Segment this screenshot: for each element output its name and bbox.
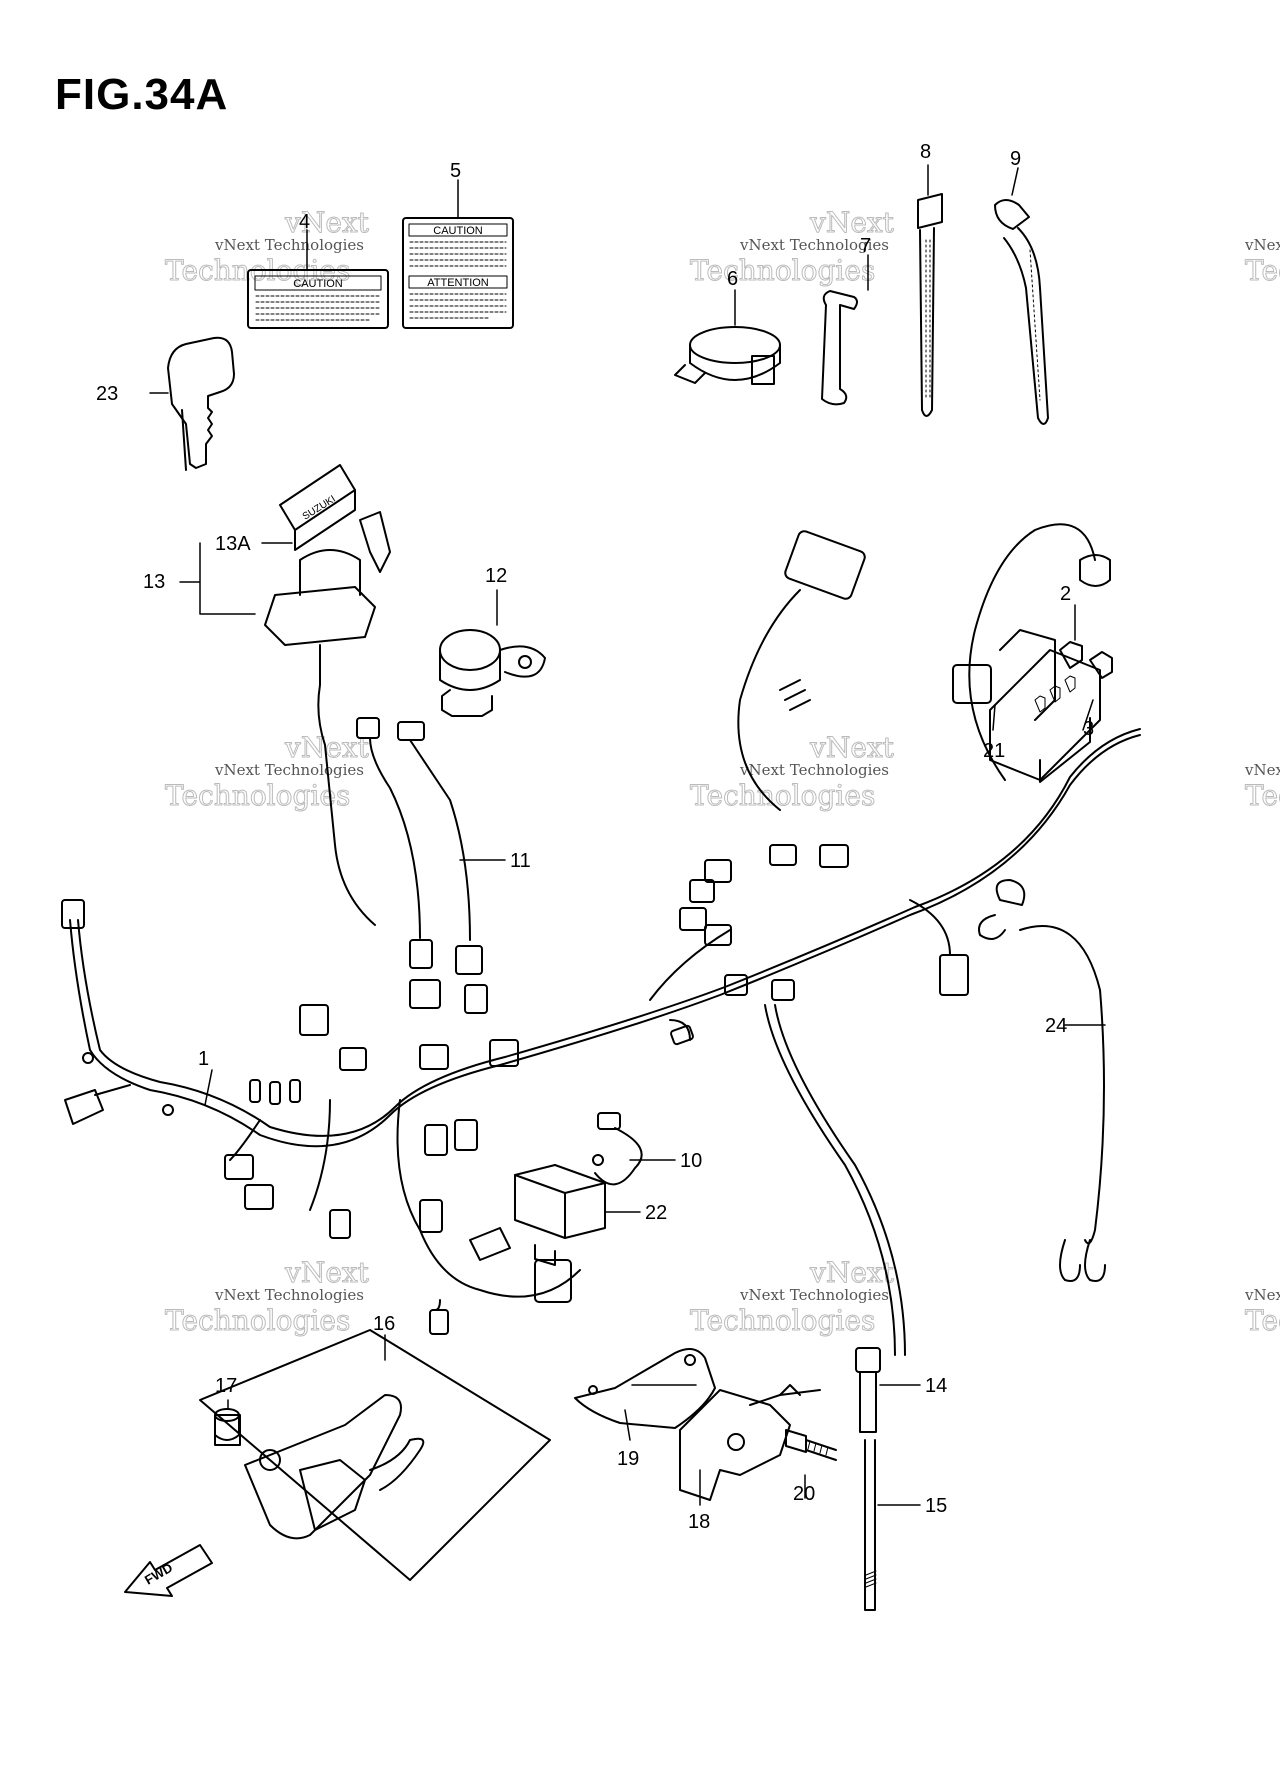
watermark-outline: Technologies bbox=[1245, 1304, 1280, 1337]
callout-23: 23 bbox=[96, 383, 118, 405]
sub-harness bbox=[356, 717, 483, 975]
watermark-text: vNext Technologies bbox=[739, 1286, 889, 1304]
caution-text: CAUTION bbox=[293, 278, 343, 290]
watermark-outline: Technologies bbox=[690, 254, 875, 287]
callout-11: 11 bbox=[510, 850, 531, 872]
wire-clip bbox=[821, 290, 858, 406]
hose-clamp bbox=[674, 326, 781, 385]
callout-13: 13 bbox=[143, 571, 165, 593]
leader-lines bbox=[149, 164, 1106, 1506]
watermark-outline: Technologies bbox=[690, 779, 875, 812]
fwd-arrow-icon: FWD bbox=[124, 1544, 213, 1597]
watermark-outline: Technologies bbox=[165, 779, 350, 812]
watermark-text: vNext Technologies bbox=[214, 236, 364, 254]
caution-label-small: CAUTION bbox=[247, 269, 389, 329]
key-brand-text: SUZUKI bbox=[301, 494, 338, 523]
callout-4: 4 bbox=[299, 211, 310, 233]
leader-lines-lower bbox=[227, 1399, 701, 1506]
callout-16: 16 bbox=[373, 1313, 395, 1335]
callout-7: 7 bbox=[860, 235, 871, 257]
callout-15: 15 bbox=[925, 1495, 947, 1517]
callout-1: 1 bbox=[198, 1048, 209, 1070]
reverse-switch bbox=[679, 1384, 821, 1501]
callout-5: 5 bbox=[450, 160, 461, 182]
callout-19: 19 bbox=[617, 1448, 639, 1470]
watermark-group: vNext Technologies vNext Technologies vN… bbox=[165, 206, 1280, 1338]
watermark-text: vNext Technologies bbox=[1244, 761, 1280, 779]
fwd-text: FWD bbox=[142, 1560, 175, 1588]
watermark-outline: vNext bbox=[809, 206, 895, 239]
relay bbox=[514, 1164, 606, 1266]
switch-assembly-box bbox=[199, 1329, 551, 1581]
callout-17: 17 bbox=[215, 1375, 237, 1397]
callout-24: 24 bbox=[1045, 1015, 1067, 1037]
main-wiring-harness bbox=[61, 530, 1141, 1335]
watermark-text: vNext Technologies bbox=[1244, 236, 1280, 254]
cable-tie-straight bbox=[917, 193, 943, 417]
watermark-outline: Technologies bbox=[1245, 254, 1280, 287]
watermark-text: vNext Technologies bbox=[739, 761, 889, 779]
callout-21: 21 bbox=[983, 740, 1005, 762]
callout-10: 10 bbox=[680, 1150, 702, 1172]
callout-20: 20 bbox=[793, 1483, 815, 1505]
watermark-text: vNext Technologies bbox=[739, 236, 889, 254]
cable-tie-mount bbox=[994, 199, 1049, 425]
watermark-outline: Technologies bbox=[1245, 779, 1280, 812]
callout-12: 12 bbox=[485, 565, 507, 587]
fuse-box bbox=[952, 523, 1113, 783]
ground-lead bbox=[592, 1112, 643, 1186]
watermark-text: vNext Technologies bbox=[1244, 1286, 1280, 1304]
callout-numbers: 1 2 3 4 5 6 7 8 9 10 11 12 13 13A 14 15 … bbox=[96, 141, 1094, 1533]
callout-8: 8 bbox=[920, 141, 931, 163]
figure-title: FIG.34A bbox=[55, 70, 229, 119]
callout-2: 2 bbox=[1060, 583, 1071, 605]
lead-wire bbox=[978, 879, 1106, 1282]
watermark-outline: vNext bbox=[284, 206, 370, 239]
watermark-outline: vNext bbox=[809, 1256, 895, 1289]
sensor-cable bbox=[764, 1004, 906, 1611]
ignition-key bbox=[167, 336, 235, 471]
callout-18: 18 bbox=[688, 1511, 710, 1533]
speed-sensor-switch bbox=[439, 629, 546, 717]
ignition-switch: SUZUKI bbox=[264, 464, 391, 926]
bolt bbox=[785, 1429, 837, 1461]
caution-attention-label: CAUTION ATTENTION bbox=[402, 217, 514, 329]
watermark-outline: vNext bbox=[284, 1256, 370, 1289]
caution-text: CAUTION bbox=[433, 225, 483, 237]
callout-13a: 13A bbox=[215, 533, 251, 555]
callout-3: 3 bbox=[1083, 718, 1094, 740]
watermark-text: vNext Technologies bbox=[214, 1286, 364, 1304]
attention-text: ATTENTION bbox=[427, 277, 489, 289]
watermark-outline: Technologies bbox=[165, 1304, 350, 1337]
watermark-outline: vNext bbox=[809, 731, 895, 764]
callout-22: 22 bbox=[645, 1202, 667, 1224]
watermark-outline: Technologies bbox=[690, 1304, 875, 1337]
callout-6: 6 bbox=[727, 268, 738, 290]
callout-9: 9 bbox=[1010, 148, 1021, 170]
bracket bbox=[574, 1348, 716, 1429]
callout-14: 14 bbox=[925, 1375, 947, 1397]
